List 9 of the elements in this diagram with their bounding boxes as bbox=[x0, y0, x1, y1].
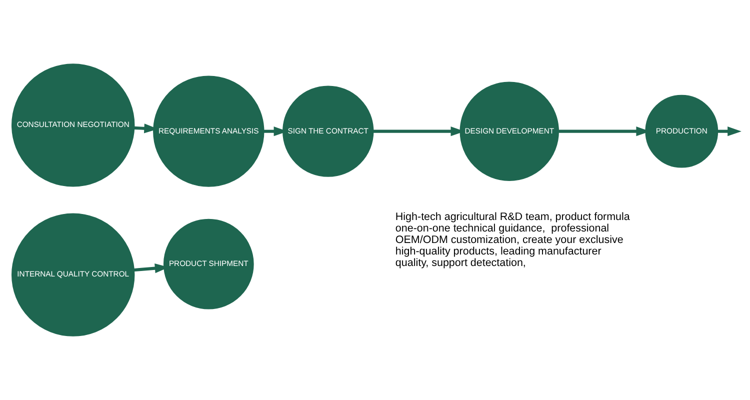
node-circle: INTERNAL QUALITY CONTROL bbox=[12, 213, 135, 336]
node-circle: REQUIREMENTS ANALYSIS bbox=[153, 76, 264, 187]
node-circle: DESIGN DEVELOPMENT bbox=[460, 82, 559, 181]
node-circle: PRODUCTION bbox=[645, 94, 718, 168]
label: High-tech agricultural R&D team, product formula one-on-one technical guidance, professional OEM/ODM customization, create your exclusive high-quality products, leading manufacturer quality, support detectation, bbox=[395, 211, 630, 270]
node-circle: CONSULTATION NEGOTIATION bbox=[12, 64, 135, 187]
node-circle: SIGN THE CONTRACT bbox=[282, 86, 374, 177]
arrow bbox=[718, 126, 742, 136]
node-circle: PRODUCT SHIPMENT bbox=[163, 218, 254, 310]
